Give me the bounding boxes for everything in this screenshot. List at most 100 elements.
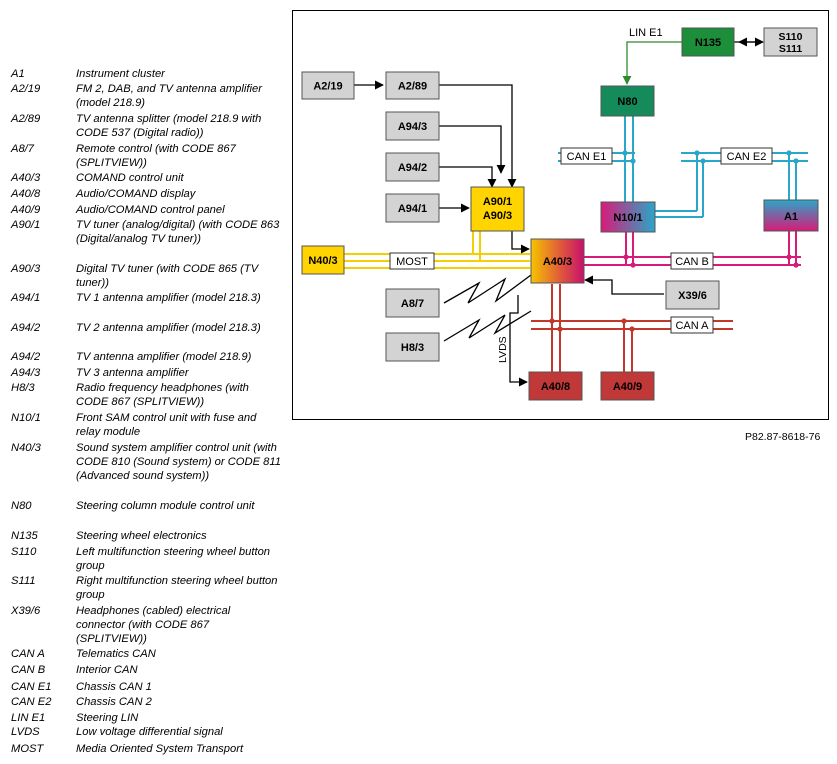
legend-description: TV 2 antenna amplifier (model 218.3)	[76, 322, 261, 334]
can-a-label: CAN A	[675, 320, 709, 332]
legend-description: Right multifunction steering wheel butto…	[76, 575, 278, 601]
legend-description: Audio/COMAND control panel	[76, 204, 225, 216]
node-a94-2-label: A94/2	[398, 162, 427, 174]
bus-label-can-e1: CAN E1	[560, 147, 613, 165]
bus-label-most: MOST	[389, 252, 435, 270]
legend-description: Low voltage differential signal	[76, 726, 223, 738]
node-n80-label: N80	[617, 96, 637, 108]
legend-description: Instrument cluster	[76, 68, 165, 80]
bus-label-lvds: LVDS	[497, 336, 509, 363]
node-n10-1-label: N10/1	[613, 212, 642, 224]
legend-code: A1	[11, 68, 25, 80]
network-diagram: A2/19 A2/89 A94/3 A94/2 A94/1 A90/1 A90/…	[301, 27, 819, 401]
legend-code: A40/9	[11, 204, 41, 216]
legend-description: TV antenna splitter (model 218.9 with CO…	[76, 113, 262, 139]
bus-label-lin-e1: LIN E1	[629, 27, 663, 39]
legend-code: A8/7	[11, 143, 35, 155]
legend-description: TV 3 antenna amplifier	[76, 367, 189, 379]
legend-code: CAN E2	[11, 696, 52, 708]
node-a2-19: A2/19	[301, 71, 355, 100]
node-s111-label: S111	[779, 43, 803, 55]
legend-description: Telematics CAN	[76, 648, 156, 660]
node-n40-3-label: N40/3	[308, 255, 337, 267]
legend-description: Sound system amplifier control unit (wit…	[76, 442, 281, 482]
lvds-label: LVDS	[497, 336, 509, 363]
node-h8-3: H8/3	[385, 332, 440, 362]
node-a2-19-label: A2/19	[313, 81, 342, 93]
legend-code: N40/3	[11, 442, 41, 454]
legend-code: H8/3	[11, 382, 35, 394]
node-n80: N80	[600, 85, 655, 117]
legend-description: Interior CAN	[76, 664, 138, 676]
legend-description: FM 2, DAB, and TV antenna amplifier (mod…	[76, 83, 262, 109]
legend-code: N10/1	[11, 412, 41, 424]
legend-code: CAN E1	[11, 681, 52, 693]
legend-description: Headphones (cabled) electrical connector…	[76, 605, 231, 645]
node-a40-9-label: A40/9	[613, 381, 642, 393]
bus-label-can-e2: CAN E2	[720, 147, 773, 165]
node-a8-7-label: A8/7	[401, 298, 424, 310]
node-a94-2: A94/2	[385, 152, 440, 182]
legend-code: N80	[11, 500, 32, 512]
node-a94-1: A94/1	[385, 193, 440, 223]
legend-description: Chassis CAN 2	[76, 696, 152, 708]
can-a-nodes	[549, 318, 635, 332]
legend-description: Front SAM control unit with fuse and rel…	[76, 412, 257, 438]
node-n10-1: N10/1	[600, 201, 656, 233]
node-s110-s111: S110 S111	[763, 27, 818, 57]
node-a1: A1	[763, 199, 819, 232]
legend-description: TV tuner (analog/digital) (with CODE 863…	[76, 219, 280, 245]
node-s110-label: S110	[779, 31, 803, 43]
node-h8-3-label: H8/3	[401, 342, 424, 354]
legend-code: X39/6	[11, 605, 41, 617]
node-a90-3-label: A90/3	[483, 210, 512, 222]
wireless-link-symbols	[443, 274, 532, 342]
node-x39-6-label: X39/6	[678, 290, 707, 302]
node-a1-label: A1	[784, 211, 798, 223]
node-a40-8: A40/8	[528, 371, 583, 401]
legend-description: TV antenna amplifier (model 218.9)	[76, 351, 252, 363]
legend-code: LIN E1	[11, 712, 46, 724]
legend-code: A40/8	[11, 188, 41, 200]
node-a40-3: A40/3	[530, 238, 585, 284]
legend-code: A40/3	[11, 172, 41, 184]
signal-connections	[354, 37, 764, 387]
legend-description: Left multifunction steering wheel button…	[76, 546, 271, 572]
legend-description: Radio frequency headphones (with CODE 86…	[76, 382, 249, 408]
node-a94-3: A94/3	[385, 111, 440, 141]
node-a40-8-label: A40/8	[541, 381, 570, 393]
legend-code: MOST	[11, 743, 44, 755]
node-a94-3-label: A94/3	[398, 121, 427, 133]
legend-code: A94/1	[11, 292, 41, 304]
figure-reference: P82.87-8618-76	[745, 431, 821, 443]
legend-description: COMAND control unit	[76, 172, 184, 184]
legend-code: A2/89	[11, 113, 41, 125]
legend-description: Audio/COMAND display	[76, 188, 196, 200]
node-a94-1-label: A94/1	[398, 203, 427, 215]
bus-label-can-a: CAN A	[670, 316, 714, 334]
legend-description: Steering column module control unit	[76, 500, 255, 512]
legend-code: A94/3	[11, 367, 41, 379]
legend-description: Chassis CAN 1	[76, 681, 152, 693]
bus-label-can-b: CAN B	[670, 252, 714, 270]
node-a40-9: A40/9	[600, 371, 655, 401]
diagram-frame: A2/19 A2/89 A94/3 A94/2 A94/1 A90/1 A90/…	[292, 10, 829, 420]
legend-code: S110	[11, 546, 37, 558]
node-n135-label: N135	[695, 37, 721, 49]
node-n135: N135	[681, 27, 735, 57]
can-e1-label: CAN E1	[567, 151, 607, 163]
most-label: MOST	[396, 256, 428, 268]
node-a40-3-label: A40/3	[543, 256, 572, 268]
legend-code: A90/3	[11, 263, 41, 275]
legend-code: N135	[11, 530, 38, 542]
node-a2-89-label: A2/89	[398, 81, 427, 93]
legend-description: Remote control (with CODE 867 (SPLITVIEW…	[76, 143, 236, 169]
legend-code: A94/2	[11, 351, 41, 363]
node-a8-7: A8/7	[385, 288, 440, 318]
node-a2-89: A2/89	[385, 71, 440, 100]
most-bus	[344, 231, 530, 269]
node-x39-6: X39/6	[665, 280, 720, 310]
legend-code: A94/2	[11, 322, 41, 334]
can-b-nodes	[623, 254, 799, 268]
